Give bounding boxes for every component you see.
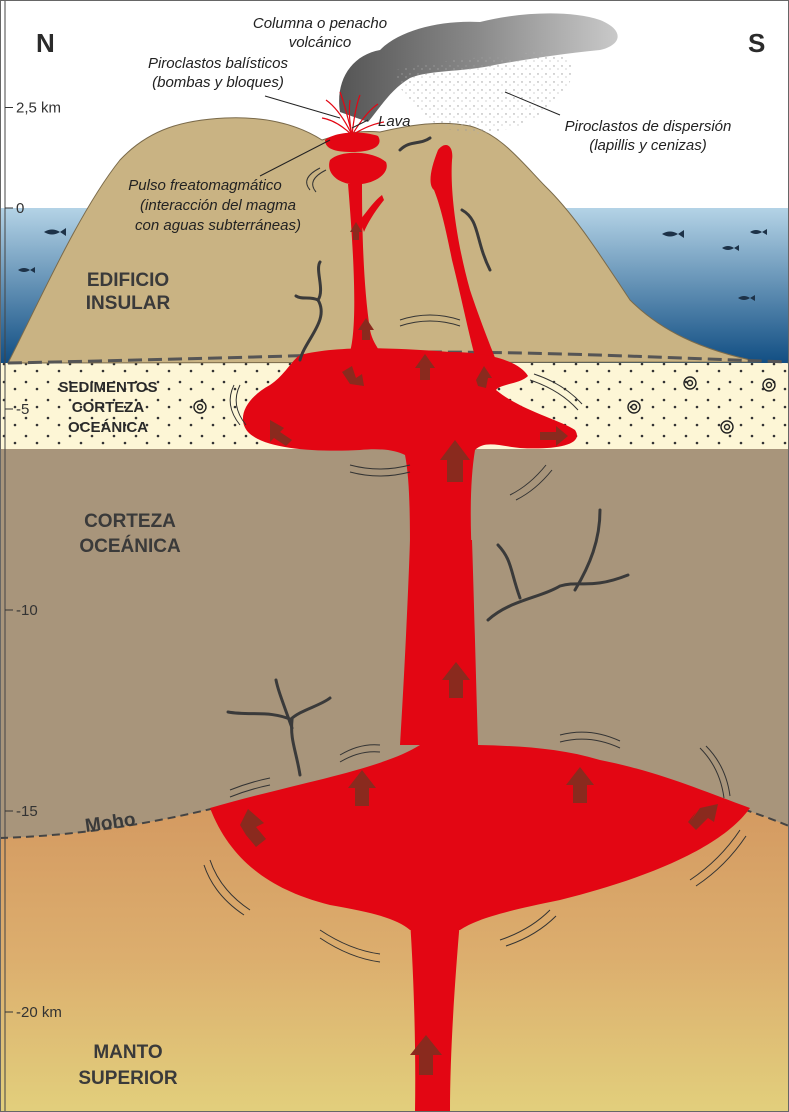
crust-label-2: OCEÁNICA — [79, 535, 181, 557]
depth-tick-label: -15 — [16, 803, 38, 820]
lava-caption: Lava — [378, 113, 411, 130]
crust-label-1: CORTEZA — [84, 511, 176, 532]
island-label-1: EDIFICIO — [87, 270, 169, 291]
depth-tick-label: -20 km — [16, 1004, 62, 1021]
plume-caption-2: volcánico — [289, 34, 352, 51]
phreato-caption-3: con aguas subterráneas) — [135, 217, 301, 234]
dispersion-caption-2: (lapillis y cenizas) — [589, 137, 707, 154]
north-label: N — [36, 28, 55, 58]
mantle-label-2: SUPERIOR — [78, 1068, 178, 1089]
depth-tick-label: 0 — [16, 200, 24, 217]
phreato-caption-1: Pulso freatomagmático — [128, 177, 281, 194]
depth-tick-label: 2,5 km — [16, 100, 61, 117]
plume-caption-1: Columna o penacho — [253, 15, 387, 32]
ballistic-caption-1: Piroclastos balísticos — [148, 55, 289, 72]
sediment-label-1: SEDIMENTOS — [59, 379, 158, 396]
depth-tick-label: -5 — [16, 401, 29, 418]
ballistic-caption-2: (bombas y bloques) — [152, 74, 284, 91]
sediment-label-2: CORTEZA — [72, 399, 145, 416]
phreato-caption-2: (interacción del magma — [140, 197, 296, 214]
sediment-label-3: OCEÁNICA — [68, 419, 148, 436]
dispersion-caption-1: Piroclastos de dispersión — [565, 118, 732, 135]
depth-tick-label: -10 — [16, 602, 38, 619]
south-label: S — [748, 28, 765, 58]
island-label-2: INSULAR — [86, 293, 171, 314]
mantle-label-1: MANTO — [93, 1042, 162, 1063]
